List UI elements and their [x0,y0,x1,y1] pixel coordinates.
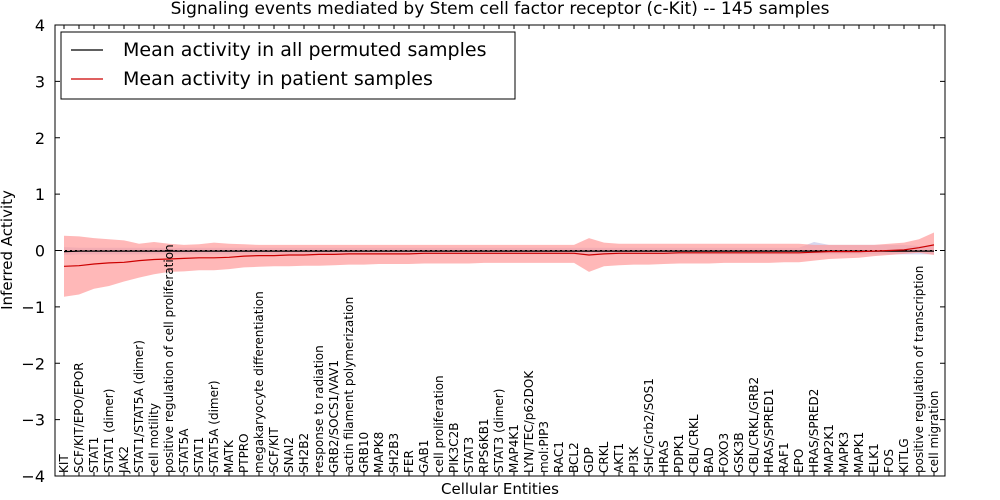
x-tick-label: cell migration [927,391,941,473]
legend-label-permuted: Mean activity in all permuted samples [123,39,486,61]
x-tick-label: PDPK1 [672,434,686,473]
x-tick-label: cell motility [147,403,161,473]
x-tick-label: LYN/TEC/p62DOK [522,370,536,473]
legend: Mean activity in all permuted samples Me… [60,31,516,100]
x-tick-label: PI3K [627,446,641,473]
y-tick-label: −4 [21,467,45,486]
x-tick-label: mol:PIP3 [537,421,551,473]
x-tick-label: MAP2K1 [822,424,836,473]
y-tick-label: 0 [35,242,45,261]
x-tick-label: KITLG [897,438,911,473]
x-tick-label: AKT1 [612,443,626,473]
x-axis-label: Cellular Entities [441,480,559,498]
y-tick-label: 3 [35,72,45,91]
x-tick-label: SCF/KIT/EPO/EPOR [72,362,86,473]
x-tick-label: MAPK3 [837,432,851,473]
y-tick-label: 1 [35,185,45,204]
series-lines [63,244,935,267]
x-tick-label: positive regulation of cell proliferatio… [162,244,176,473]
y-tick-label: −2 [21,354,45,373]
x-tick-label: GRB10 [357,432,371,473]
x-tick-label: PIK3C2B [447,422,461,473]
x-tick-label: PTPRO [237,433,251,473]
x-tick-label: CBL/CRKL/GRB2 [747,377,761,473]
x-tick-label: STAT3 (dimer) [492,389,506,473]
x-tick-label: RAF1 [777,442,791,473]
x-tick-label: STAT1 [87,437,101,473]
x-tick-label: STAT1 (dimer) [102,389,116,473]
x-tick-label: GDP [582,447,596,473]
x-tick-label: BAD [702,447,716,473]
x-tick-label: STAT5A [177,428,191,473]
x-tick-label: STAT1 [192,437,206,473]
x-tick-label: MAPK1 [852,432,866,473]
x-tick-label: cell proliferation [432,375,446,473]
x-tick-label: SCF/KIT [267,427,281,473]
y-axis: −4 −3 −2 −1 0 1 2 3 4 [21,16,945,486]
y-axis-label: Inferred Activity [0,190,16,310]
x-tick-label: JAK2 [117,446,131,474]
x-tick-label: STAT3 [462,437,476,473]
x-tick-label: HRAS/SPRED1 [762,389,776,473]
band-series-1 [64,232,934,297]
legend-box [60,31,516,100]
x-tick-label: FOS [882,449,896,473]
y-tick-label: −1 [21,298,45,317]
x-tick-label: SHC/Grb2/SOS1 [642,378,656,473]
x-tick-label: SH2B2 [297,433,311,473]
series-line-0 [63,250,934,253]
x-tick-label: MAPK8 [372,432,386,473]
series-line-1 [63,244,935,267]
x-tick-label: actin filament polymerization [342,297,356,473]
x-tick-label: CBL/CRKL [687,414,701,473]
x-tick-label: RAC1 [552,441,566,473]
y-tick-label: 2 [35,129,45,148]
legend-label-patient: Mean activity in patient samples [123,68,433,90]
x-tick-label: EPO [792,449,806,473]
x-tick-label: MAP4K1 [507,424,521,473]
x-tick-label: BCL2 [567,442,581,473]
x-tick-label: positive regulation of transcription [912,266,926,473]
x-tick-label: STAT5A (dimer) [207,380,221,473]
x-tick-label: HRAS/SPRED2 [807,389,821,473]
x-tick-label: RPS6KB1 [477,418,491,473]
x-tick-label: SNAI2 [282,437,296,473]
y-tick-label: −3 [21,411,45,430]
x-tick-label: MATK [222,439,236,473]
x-tick-label: STAT1/STAT5A (dimer) [132,340,146,473]
x-tick-label: CRKL [597,441,611,473]
x-tick-label: ELK1 [867,443,881,473]
x-tick-label: HRAS [657,440,671,473]
chart-title: Signaling events mediated by Stem cell f… [171,0,830,19]
y-tick-label: 4 [35,16,45,35]
x-tick-label: GSK3B [732,432,746,473]
confidence-bands [64,232,934,297]
x-tick-label: FOXO3 [717,433,731,473]
x-tick-label: GRB2/SOCS1/VAV1 [327,360,341,473]
x-tick-label: SH2B3 [387,433,401,473]
x-tick-label: KIT [57,454,71,473]
x-tick-label: FER [402,450,416,473]
x-tick-label: response to radiation [312,345,326,473]
x-tick-label: GAB1 [417,440,431,473]
x-tick-label: megakaryocyte differentiation [252,291,266,473]
